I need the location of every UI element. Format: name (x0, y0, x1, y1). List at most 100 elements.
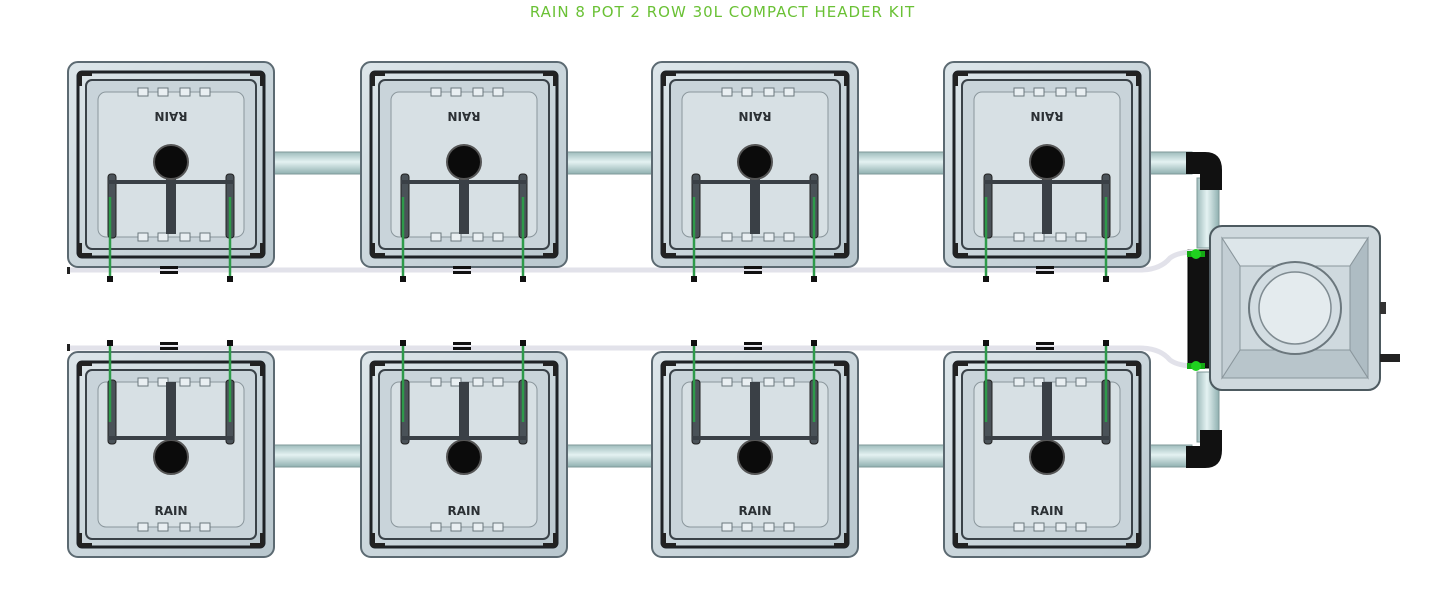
corner-bracket (954, 533, 968, 547)
corner-bracket (662, 533, 676, 547)
drip-stake (520, 276, 526, 282)
reservoir-facet (1349, 236, 1369, 380)
drip-stake (691, 340, 697, 346)
drip-stake (811, 276, 817, 282)
drip-stake (107, 340, 113, 346)
corner-bracket (662, 362, 676, 376)
marker (453, 342, 471, 345)
pot-tab (430, 87, 442, 97)
pot-tab (179, 87, 191, 97)
pot-logo: RAIN (1030, 109, 1063, 123)
corner-bracket (954, 243, 968, 257)
corner-bracket (250, 533, 264, 547)
pot-logo: RAIN (738, 504, 771, 518)
pot-tab (137, 232, 149, 242)
marker (160, 342, 178, 345)
green-connector-dot (1191, 361, 1201, 371)
corner-bracket (954, 72, 968, 86)
pot-tab (492, 87, 504, 97)
pot-tab (137, 377, 149, 387)
pot-tab (783, 87, 795, 97)
drip-stake (400, 340, 406, 346)
corner-bracket (78, 243, 92, 257)
drain-hole (153, 144, 189, 180)
pot: RAIN (943, 61, 1151, 282)
pot: RAIN (651, 340, 859, 558)
pot-tab (1075, 232, 1087, 242)
drain-hole (737, 439, 773, 475)
corner-bracket (662, 72, 676, 86)
pot-tab (1033, 522, 1045, 532)
pot-tab (763, 232, 775, 242)
pot-tab (472, 87, 484, 97)
corner-bracket (78, 533, 92, 547)
corner-bracket (78, 362, 92, 376)
header-tube (1145, 151, 1193, 175)
pot-rim (76, 70, 266, 259)
pot-tab (741, 87, 753, 97)
pot: RAIN (360, 340, 568, 558)
pot-logo: RAIN (738, 109, 771, 123)
pot-tab (450, 522, 462, 532)
marker (744, 342, 762, 345)
pot-tab (1055, 522, 1067, 532)
drain-stem (459, 382, 469, 457)
marker (160, 347, 178, 350)
pot-tab (157, 232, 169, 242)
pot-tab (472, 522, 484, 532)
pot-tab (137, 522, 149, 532)
marker (453, 271, 471, 274)
drip-stake (227, 276, 233, 282)
marker (160, 271, 178, 274)
drip-stake (107, 276, 113, 282)
corner-bracket (834, 72, 848, 86)
pot-tab (199, 232, 211, 242)
irrigation-line-top (68, 249, 1196, 273)
kit-title: RAIN 8 POT 2 ROW 30L COMPACT HEADER KIT (529, 3, 916, 21)
drip-stake (811, 340, 817, 346)
pot-tab (472, 377, 484, 387)
pot-tab (721, 232, 733, 242)
pot-tab (199, 377, 211, 387)
pot: RAIN (943, 340, 1151, 558)
reservoir-lid (1258, 271, 1332, 345)
header-tube (562, 151, 657, 175)
corner-bracket (371, 72, 385, 86)
pot-tab (492, 377, 504, 387)
elbow-fitting-top (1186, 152, 1222, 190)
corner-bracket (371, 362, 385, 376)
irrigation-line-bottom (68, 345, 1196, 369)
pot-tab (721, 87, 733, 97)
drain-hole (153, 439, 189, 475)
pot-rim (952, 360, 1142, 549)
marker (744, 271, 762, 274)
line-end-cap (67, 344, 70, 351)
pot-tab (763, 522, 775, 532)
drain-stem (750, 162, 760, 234)
corner-bracket (1126, 533, 1140, 547)
pot-tab (1055, 377, 1067, 387)
corner-bracket (1126, 243, 1140, 257)
pot-tab (741, 232, 753, 242)
pot-tab (1075, 522, 1087, 532)
pot-tab (783, 377, 795, 387)
drip-stake (983, 340, 989, 346)
pot-tab (179, 522, 191, 532)
drain-hole (1029, 439, 1065, 475)
drip-stake (1103, 340, 1109, 346)
drain-hole (737, 144, 773, 180)
pot-tab (763, 87, 775, 97)
pot-rim (76, 360, 266, 549)
corner-bracket (834, 362, 848, 376)
pot-tab (157, 87, 169, 97)
marker (160, 266, 178, 269)
corner-bracket (78, 72, 92, 86)
header-tube (853, 151, 949, 175)
pot-tab (1055, 87, 1067, 97)
pot-tab (450, 87, 462, 97)
header-tube (1145, 444, 1193, 468)
corner-bracket (543, 533, 557, 547)
marker (453, 347, 471, 350)
corner-bracket (834, 533, 848, 547)
green-connector-dot (1191, 249, 1201, 259)
